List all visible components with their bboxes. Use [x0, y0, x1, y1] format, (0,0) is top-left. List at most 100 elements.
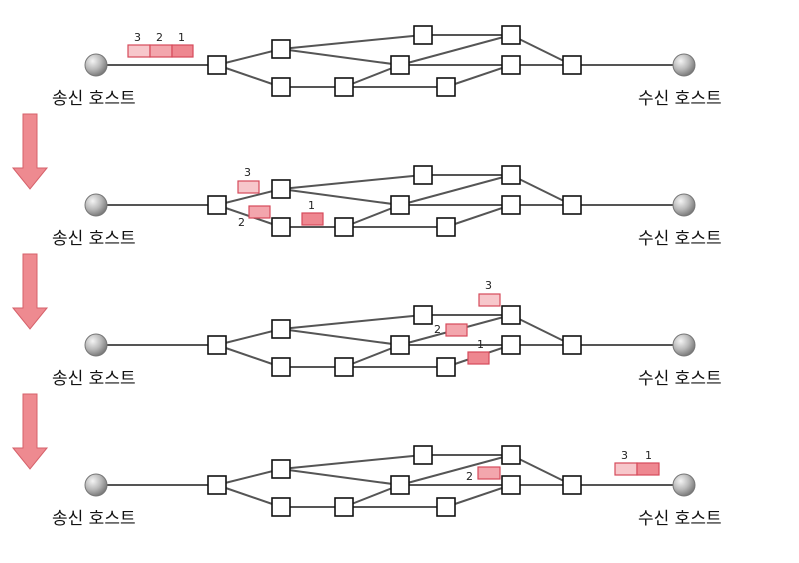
router-node — [562, 475, 582, 495]
packet — [614, 462, 638, 476]
router-node — [271, 217, 291, 237]
packet — [248, 205, 271, 219]
packet — [478, 293, 501, 307]
router-node — [413, 305, 433, 325]
routers — [207, 305, 582, 377]
routers — [207, 25, 582, 97]
router-node — [271, 77, 291, 97]
sender-host-node — [84, 53, 108, 77]
packet — [636, 462, 660, 476]
packets — [127, 44, 194, 58]
router-node — [562, 55, 582, 75]
router-node — [334, 217, 354, 237]
router-node — [436, 357, 456, 377]
router-node — [501, 165, 521, 185]
packets — [237, 180, 324, 226]
router-node — [334, 497, 354, 517]
packet — [301, 212, 324, 226]
down-arrow-icon — [11, 393, 49, 470]
router-node — [562, 195, 582, 215]
router-node — [207, 195, 227, 215]
router-node — [207, 475, 227, 495]
network-links — [96, 454, 684, 508]
router-node — [436, 217, 456, 237]
packet — [467, 351, 490, 365]
receiver-host-label: 수신 호스트 — [638, 509, 722, 529]
router-node — [501, 195, 521, 215]
sender-host-label: 송신 호스트 — [52, 229, 136, 249]
packet-number: 1 — [178, 31, 185, 44]
packet — [127, 44, 151, 58]
packet — [237, 180, 260, 194]
router-node — [271, 39, 291, 59]
routers — [207, 165, 582, 237]
router-node — [501, 475, 521, 495]
router-node — [390, 195, 410, 215]
packet-number: 3 — [134, 31, 141, 44]
sender-host-label: 송신 호스트 — [52, 509, 136, 529]
router-node — [271, 497, 291, 517]
sender-host-node — [84, 193, 108, 217]
stage-4: 2 3 1 송신 호스트 수신 호스트 — [52, 445, 722, 529]
sender-host-label: 송신 호스트 — [52, 369, 136, 389]
down-arrow-icon — [11, 253, 49, 330]
router-node — [271, 179, 291, 199]
router-node — [413, 165, 433, 185]
receiver-host-node — [672, 53, 696, 77]
receiver-host-label: 수신 호스트 — [638, 369, 722, 389]
packet-number: 3 — [244, 166, 251, 179]
receiver-host-label: 수신 호스트 — [638, 89, 722, 109]
router-node — [501, 445, 521, 465]
packet-number: 1 — [308, 199, 315, 212]
router-node — [562, 335, 582, 355]
packet-number: 2 — [466, 470, 473, 483]
router-node — [271, 319, 291, 339]
packet — [477, 466, 501, 480]
router-node — [207, 55, 227, 75]
sender-host-node — [84, 333, 108, 357]
router-node — [207, 335, 227, 355]
sender-host-label: 송신 호스트 — [52, 89, 136, 109]
packet — [445, 323, 468, 337]
router-node — [390, 475, 410, 495]
receiver-host-node — [672, 333, 696, 357]
routers — [207, 445, 582, 517]
packet — [149, 44, 173, 58]
packet — [171, 44, 194, 58]
network-links — [96, 314, 684, 368]
packets — [477, 462, 660, 480]
stage-3: 3 2 1 송신 호스트 수신 호스트 — [52, 279, 722, 389]
sender-host-node — [84, 473, 108, 497]
router-node — [501, 55, 521, 75]
receiver-host-node — [672, 473, 696, 497]
packet-number: 1 — [477, 338, 484, 351]
router-node — [271, 459, 291, 479]
receiver-host-node — [672, 193, 696, 217]
router-node — [413, 445, 433, 465]
packet-number: 1 — [645, 449, 652, 462]
stage-2: 3 2 1 송신 호스트 수신 호스트 — [52, 165, 722, 249]
router-node — [501, 305, 521, 325]
router-node — [271, 357, 291, 377]
packet-number: 3 — [621, 449, 628, 462]
receiver-host-label: 수신 호스트 — [638, 229, 722, 249]
router-node — [501, 335, 521, 355]
router-node — [334, 357, 354, 377]
network-links — [96, 34, 684, 88]
router-node — [436, 77, 456, 97]
network-links — [96, 174, 684, 228]
packet-number: 2 — [434, 323, 441, 336]
down-arrow-icon — [11, 113, 49, 190]
packet-number: 2 — [156, 31, 163, 44]
router-node — [501, 25, 521, 45]
router-node — [390, 55, 410, 75]
router-node — [390, 335, 410, 355]
packet-number: 2 — [238, 216, 245, 229]
router-node — [413, 25, 433, 45]
router-node — [436, 497, 456, 517]
packet-number: 3 — [485, 279, 492, 292]
stage-1: 3 2 1 송신 호스트 수신 호스트 — [52, 25, 722, 109]
packets — [445, 293, 501, 365]
router-node — [334, 77, 354, 97]
